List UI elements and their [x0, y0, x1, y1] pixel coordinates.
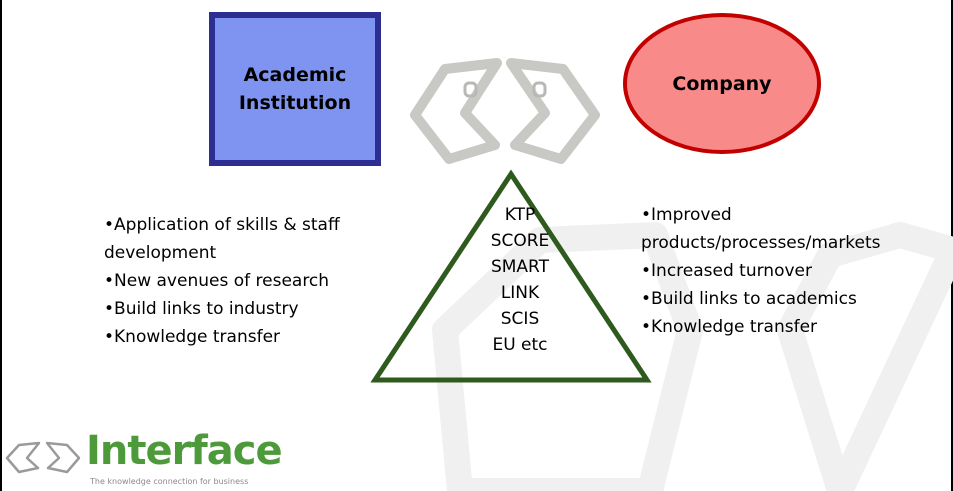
academic-benefit-item: •Knowledge transfer	[104, 327, 281, 347]
company-benefits-list: •Improved products/processes/markets •In…	[641, 201, 953, 341]
connected-faces-icon	[410, 58, 600, 164]
scheme-item: KTP	[504, 205, 536, 225]
company-benefit-item: •Knowledge transfer	[641, 317, 818, 337]
schemes-triangle	[370, 169, 652, 383]
academic-institution-box: Academic Institution	[209, 12, 381, 166]
company-benefit-item: •Improved	[641, 205, 732, 225]
company-label: Company	[672, 72, 772, 95]
company-benefit-item: •Build links to academics	[641, 289, 857, 309]
interface-logo-text: Interface	[86, 428, 283, 474]
scheme-item: SCORE	[490, 231, 550, 251]
scheme-item: SCIS	[500, 309, 540, 329]
academic-benefits-list: •Application of skills & staff developme…	[104, 211, 404, 351]
academic-benefit-item: •Application of skills & staff	[104, 215, 340, 235]
academic-institution-label: Academic Institution	[238, 64, 352, 114]
interface-logo-icon	[5, 441, 81, 474]
schemes-list: KTP SCORE SMART LINK SCIS EU etc	[470, 202, 570, 358]
scheme-item: EU etc	[492, 335, 548, 355]
academic-benefit-item: development	[104, 243, 217, 263]
company-benefit-item: •Increased turnover	[641, 261, 812, 281]
company-oval: Company	[623, 13, 821, 154]
company-benefit-item: products/processes/markets	[641, 233, 881, 253]
scheme-item: LINK	[500, 283, 540, 303]
interface-logo-tagline: The knowledge connection for business	[90, 477, 249, 486]
academic-benefit-item: •New avenues of research	[104, 271, 330, 291]
scheme-item: SMART	[490, 257, 550, 277]
academic-benefit-item: •Build links to industry	[104, 299, 299, 319]
